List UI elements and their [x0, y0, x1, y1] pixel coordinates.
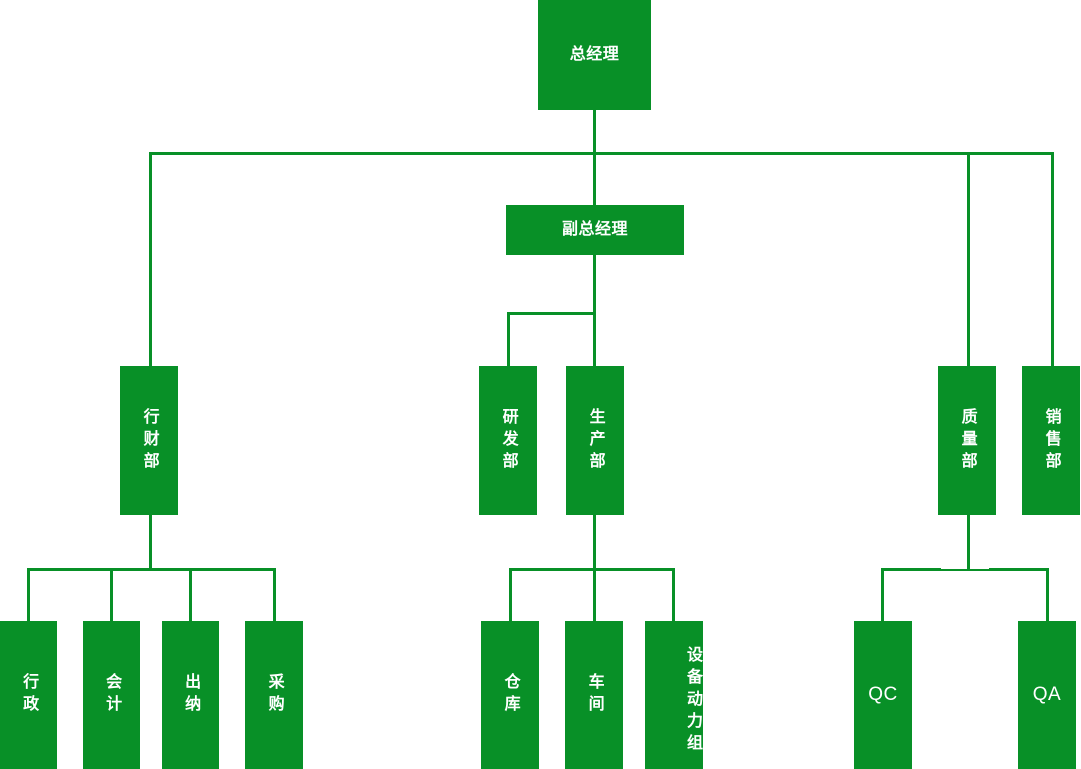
node-label-warehouse: 仓库 [501, 673, 519, 717]
node-admin-finance-dept[interactable]: 行财部 [120, 366, 178, 515]
connector-drop-workshop [593, 568, 596, 622]
connector-drop-administration [27, 568, 30, 622]
node-label-sales-dept: 销售部 [1042, 407, 1060, 474]
node-label-admin-finance-dept: 行财部 [140, 407, 158, 474]
connector-production-bus [509, 568, 675, 571]
connector-production-down [593, 514, 596, 570]
node-label-production-dept: 生产部 [586, 407, 604, 474]
connector-quality-bus-right [989, 568, 1049, 571]
node-label-quality-dept: 质量部 [958, 407, 976, 474]
node-label-accounting: 会计 [103, 673, 121, 717]
node-rd-dept[interactable]: 研发部 [479, 366, 537, 515]
connector-drop-qa [1046, 568, 1049, 622]
connector-quality-bus [881, 569, 1049, 571]
connector-quality-bus-left [881, 568, 941, 571]
node-administration[interactable]: 行政 [0, 621, 57, 769]
node-accounting[interactable]: 会计 [83, 621, 140, 769]
node-cashier[interactable]: 出纳 [162, 621, 219, 769]
connector-drop-accounting [110, 568, 113, 622]
node-label-administration: 行政 [20, 673, 38, 717]
connector-drop-deputy-gm [593, 152, 596, 207]
node-equipment-power-group[interactable]: 设备动力组 [645, 621, 703, 769]
connector-drop-rd [507, 312, 510, 367]
node-workshop[interactable]: 车间 [565, 621, 623, 769]
connector-quality-down [967, 514, 970, 570]
node-label-purchasing: 采购 [265, 673, 283, 717]
node-label-rd-dept: 研发部 [499, 407, 517, 474]
connector-deputy-gm-down [593, 254, 596, 367]
node-label-qa: QA [1032, 684, 1062, 706]
node-label-equipment-power-group: 设备动力组 [684, 646, 701, 756]
node-general-manager[interactable]: 总经理 [538, 0, 651, 110]
node-deputy-general-manager[interactable]: 副总经理 [506, 205, 684, 255]
node-label-deputy-general-manager: 副总经理 [561, 221, 628, 239]
node-qa[interactable]: QA [1018, 621, 1076, 769]
node-label-cashier: 出纳 [182, 673, 200, 717]
node-purchasing[interactable]: 采购 [245, 621, 303, 769]
connector-drop-equipment-power [672, 568, 675, 622]
connector-drop-quality [967, 152, 970, 367]
connector-deputy-gm-bus [507, 312, 596, 315]
node-warehouse[interactable]: 仓库 [481, 621, 539, 769]
connector-admin-finance-down [149, 514, 152, 570]
node-quality-dept[interactable]: 质量部 [938, 366, 996, 515]
node-qc[interactable]: QC [854, 621, 912, 769]
connector-admin-finance-bus [27, 568, 276, 571]
connector-drop-cashier [189, 568, 192, 622]
connector-gm-down [593, 110, 596, 154]
connector-drop-purchasing [273, 568, 276, 622]
connector-drop-qc [881, 568, 884, 622]
node-sales-dept[interactable]: 销售部 [1022, 366, 1080, 515]
connector-drop-admin-finance [149, 152, 152, 367]
node-label-qc: QC [868, 684, 898, 706]
node-label-general-manager: 总经理 [569, 46, 620, 64]
connector-drop-sales [1051, 152, 1054, 367]
node-label-workshop: 车间 [585, 673, 603, 717]
node-production-dept[interactable]: 生产部 [566, 366, 624, 515]
connector-level1-bus [149, 152, 1054, 155]
connector-drop-warehouse [509, 568, 512, 622]
